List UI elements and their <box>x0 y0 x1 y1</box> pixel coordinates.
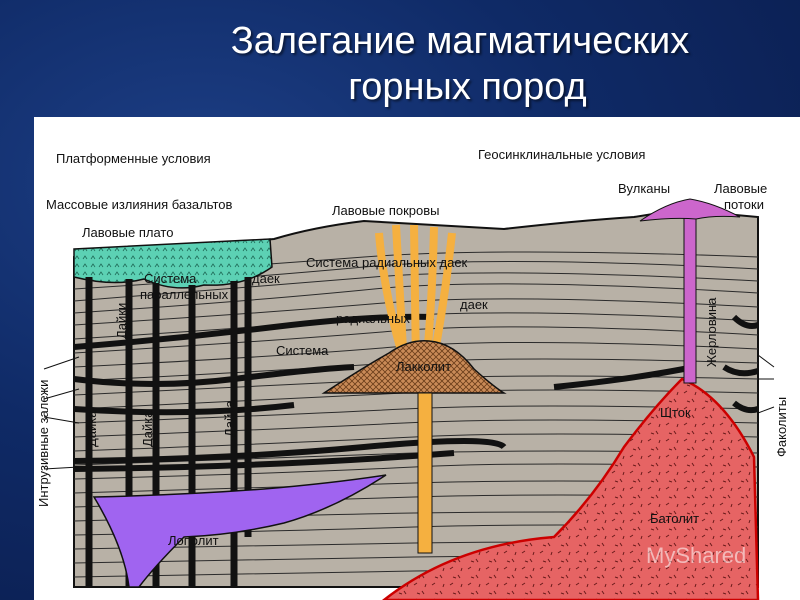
label-dikes-r: даек <box>460 297 488 312</box>
label-dike-word: даек <box>252 271 280 286</box>
pointer-lines <box>43 354 775 470</box>
label-intrusive-deposits: Интрузивные залежи <box>36 380 51 507</box>
label-lava-plateau: Лавовые плато <box>82 225 173 240</box>
label-stock: Шток <box>660 405 691 420</box>
label-system: Система <box>276 343 329 358</box>
volcano-vent <box>683 216 697 384</box>
label-dike-vertical-1: Дайка <box>84 410 99 447</box>
label-dike-vertical-2: Дайка <box>140 410 155 447</box>
igneous-occurrence-diagram: Платформенные условия Геосинклинальные у… <box>36 147 789 600</box>
lava-plateau <box>73 238 273 289</box>
label-laccolith: Лакколит <box>396 359 451 374</box>
label-lava-flows-2: потоки <box>724 197 764 212</box>
label-dike-vertical-3: Дайка <box>222 400 237 437</box>
label-phacoliths: Факолиты <box>774 397 789 457</box>
slide-title: Залегание магматических горных пород <box>0 18 800 110</box>
label-volcanoes: Вулканы <box>618 181 670 196</box>
label-radial: радиальных <box>336 311 410 326</box>
label-parallel-system-1: Система <box>144 271 197 286</box>
watermark-text: MyShared <box>646 543 746 568</box>
label-vent: Жерловина <box>704 297 719 367</box>
label-parallel-system-2: параллельных <box>140 287 229 302</box>
title-line-1: Залегание магматических <box>230 20 690 62</box>
laccolith <box>321 340 507 394</box>
label-batholith: Батолит <box>650 511 699 526</box>
label-platform-conditions: Платформенные условия <box>56 151 211 166</box>
title-line-2: горных пород <box>348 66 587 108</box>
label-lopolith: Лополит <box>168 533 219 548</box>
label-mass-basalt: Массовые излияния базальтов <box>46 197 233 212</box>
lopolith <box>92 474 387 588</box>
diagram-panel: Платформенные условия Геосинклинальные у… <box>34 117 800 600</box>
batholith <box>381 377 760 600</box>
label-lava-flows-1: Лавовые <box>714 181 767 196</box>
label-geosyncline-conditions: Геосинклинальные условия <box>478 147 645 162</box>
laccolith-feeder <box>417 392 433 554</box>
volcano-cone <box>639 198 741 222</box>
label-lava-covers: Лавовые покровы <box>332 203 440 218</box>
label-dikes-vertical: Дайки <box>114 303 129 339</box>
label-radial-dikes-system: Система радиальных даек <box>306 255 468 270</box>
